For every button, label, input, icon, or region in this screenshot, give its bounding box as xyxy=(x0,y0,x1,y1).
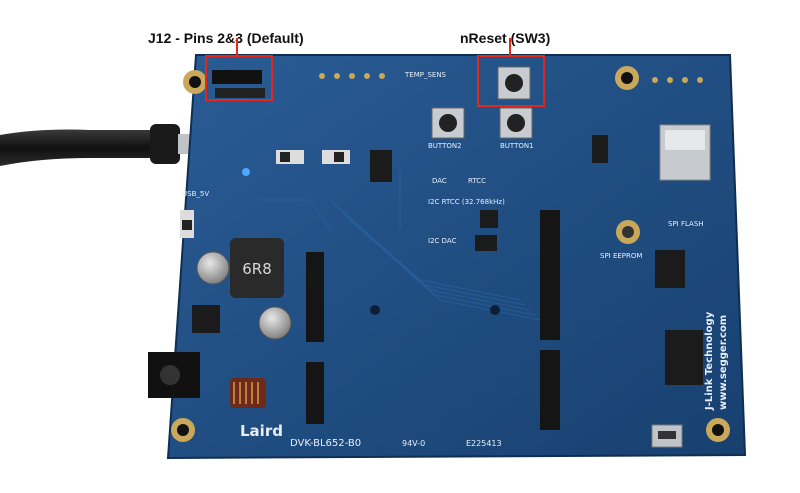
temp-sens-label: TEMP_SENS xyxy=(404,71,447,79)
nreset-callout xyxy=(477,38,545,107)
dc-power-jack xyxy=(148,352,200,398)
button-1 xyxy=(499,107,533,139)
j12-callout xyxy=(205,38,273,101)
ic-chips xyxy=(192,135,703,385)
electrolytic-capacitors xyxy=(196,251,292,340)
usb-micro-connector xyxy=(651,424,683,448)
rtcc-label: RTCC xyxy=(468,177,486,185)
segger-url-label: www.segger.com xyxy=(718,315,729,410)
mounting-holes xyxy=(171,66,730,442)
dac-label: DAC xyxy=(432,177,447,185)
slide-switches xyxy=(180,150,350,238)
jlink-label: J-Link Technology xyxy=(704,311,715,411)
j12-jumper xyxy=(212,70,265,98)
spi-eeprom-label: SPI EEPROM xyxy=(600,252,642,260)
inductor-label: 6R8 xyxy=(242,260,272,278)
spi-flash-label: SPI FLASH xyxy=(668,220,704,228)
rating-mark: 94V-0 xyxy=(402,439,425,448)
j12-callout-label: J12 - Pins 2&3 (Default) xyxy=(148,30,304,46)
top-pin-headers xyxy=(319,73,703,83)
ble-module xyxy=(659,124,711,181)
arduino-headers xyxy=(306,210,560,430)
button1-label: BUTTON1 xyxy=(500,142,534,150)
board-model: DVK-BL652-B0 xyxy=(290,438,361,449)
power-inductor: 6R8 xyxy=(230,238,284,298)
button-2 xyxy=(431,107,465,139)
usb-cable xyxy=(0,124,196,166)
i2c-dac-label: I2C DAC xyxy=(428,237,457,245)
cert-mark: E225413 xyxy=(466,439,502,448)
nreset-callout-label: nReset (SW3) xyxy=(460,30,551,46)
brand-logo: Laird xyxy=(240,422,283,440)
button2-label: BUTTON2 xyxy=(428,142,462,150)
reset-button-sw3 xyxy=(497,66,531,100)
usb-5v-label: USB_5V xyxy=(182,190,209,198)
i2c-rtcc-label: I2C RTCC (32.768kHz) xyxy=(428,198,505,206)
toroid-coil xyxy=(230,378,266,408)
blue-led xyxy=(242,168,250,176)
